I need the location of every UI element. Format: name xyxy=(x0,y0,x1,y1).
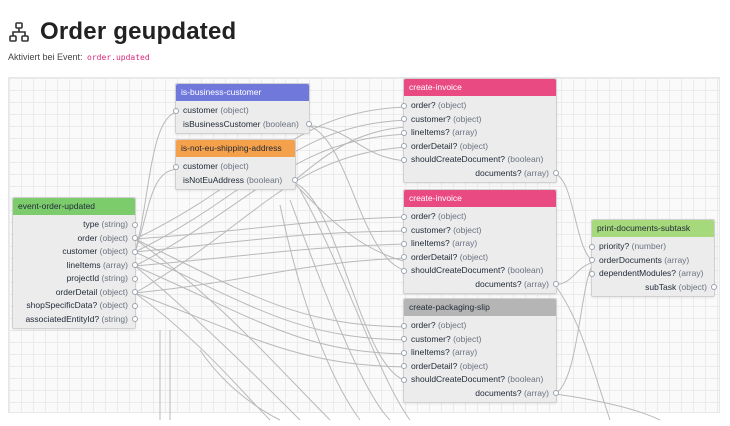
port-in[interactable]: orderDocuments (array) xyxy=(589,254,714,268)
port-in[interactable]: customer (object) xyxy=(173,160,295,174)
port-in[interactable]: order? (object) xyxy=(401,210,556,224)
node-ports: order? (object) customer? (object) lineI… xyxy=(401,96,559,182)
node-ports: customer (object) isNotEuAddress (boolea… xyxy=(173,157,298,189)
port-in[interactable]: orderDetail? (object) xyxy=(401,251,556,265)
port-dot[interactable] xyxy=(553,281,559,287)
node-ports: order? (object) customer? (object) lineI… xyxy=(401,316,559,402)
node-event-order-updated[interactable]: event-order-updated type (string) order … xyxy=(12,197,138,329)
port-dot[interactable] xyxy=(401,156,407,163)
node-header: is-not-eu-shipping-address xyxy=(176,140,295,157)
port-dot[interactable] xyxy=(401,363,407,369)
port-dot[interactable] xyxy=(401,322,407,329)
port-in[interactable]: priority? (number) xyxy=(589,240,714,254)
node-header: print-documents-subtask xyxy=(592,220,714,237)
port-dot[interactable] xyxy=(401,116,407,122)
port-dot[interactable] xyxy=(173,163,179,170)
port-out[interactable]: customer (object) xyxy=(13,245,138,259)
port-dot[interactable] xyxy=(589,257,595,263)
port-dot[interactable] xyxy=(132,302,138,309)
event-code: order.updated xyxy=(87,53,150,62)
node-ports: priority? (number) orderDocuments (array… xyxy=(589,237,717,296)
port-dot[interactable] xyxy=(401,227,407,233)
page-title: Order geupdated xyxy=(40,18,237,45)
port-dot[interactable] xyxy=(401,267,407,274)
port-out[interactable]: documents? (array) xyxy=(404,167,559,181)
port-in[interactable]: lineItems? (array) xyxy=(401,346,556,360)
port-dot[interactable] xyxy=(132,275,138,282)
node-header: is-business-customer xyxy=(176,84,309,101)
node-create-invoice-1[interactable]: create-invoice order? (object) customer?… xyxy=(401,78,559,183)
port-dot[interactable] xyxy=(401,254,407,260)
port-dot[interactable] xyxy=(132,262,138,268)
port-dot[interactable] xyxy=(132,316,138,322)
port-in[interactable]: dependentModules? (array) xyxy=(589,267,714,281)
flow-nodes-icon xyxy=(9,22,29,42)
port-out[interactable]: documents? (array) xyxy=(404,278,559,292)
port-dot[interactable] xyxy=(589,270,595,277)
node-create-invoice-2[interactable]: create-invoice order? (object) customer?… xyxy=(401,189,559,294)
port-in[interactable]: customer (object) xyxy=(173,104,309,118)
port-out[interactable]: type (string) xyxy=(13,218,138,232)
port-in[interactable]: customer? (object) xyxy=(401,333,556,347)
port-dot[interactable] xyxy=(292,177,298,183)
port-in[interactable]: orderDetail? (object) xyxy=(401,140,556,154)
node-ports: type (string) order (object) customer (o… xyxy=(13,215,138,328)
port-out[interactable]: projectId (string) xyxy=(13,272,138,286)
port-dot[interactable] xyxy=(132,289,138,295)
node-header: event-order-updated xyxy=(13,198,135,215)
port-in[interactable]: order? (object) xyxy=(401,319,556,333)
node-is-not-eu-shipping-address[interactable]: is-not-eu-shipping-address customer (obj… xyxy=(173,139,298,190)
port-dot[interactable] xyxy=(553,170,559,176)
port-in[interactable]: customer? (object) xyxy=(401,224,556,238)
node-ports: customer (object) isBusinessCustomer (bo… xyxy=(173,101,312,133)
node-header: create-packaging-slip xyxy=(404,299,556,316)
node-is-business-customer[interactable]: is-business-customer customer (object) i… xyxy=(173,83,312,134)
port-out[interactable]: isBusinessCustomer (boolean) xyxy=(176,118,312,132)
port-out[interactable]: documents? (array) xyxy=(404,387,559,401)
port-in[interactable]: lineItems? (array) xyxy=(401,237,556,251)
port-out[interactable]: order (object) xyxy=(13,232,138,246)
port-out[interactable]: lineItems (array) xyxy=(13,259,138,273)
port-dot[interactable] xyxy=(401,102,407,109)
port-dot[interactable] xyxy=(553,390,559,396)
event-subtitle: Aktiviert bei Event: order.updated xyxy=(8,52,150,62)
node-header: create-invoice xyxy=(404,79,556,96)
node-header: create-invoice xyxy=(404,190,556,207)
port-out[interactable]: subTask (object) xyxy=(592,281,717,295)
port-dot[interactable] xyxy=(173,107,179,114)
port-dot[interactable] xyxy=(132,248,138,255)
port-in[interactable]: shouldCreateDocument? (boolean) xyxy=(401,373,556,387)
port-in[interactable]: order? (object) xyxy=(401,99,556,113)
node-print-documents-subtask[interactable]: print-documents-subtask priority? (numbe… xyxy=(589,219,717,297)
port-in[interactable]: shouldCreateDocument? (boolean) xyxy=(401,153,556,167)
port-dot[interactable] xyxy=(306,121,312,127)
port-dot[interactable] xyxy=(711,284,717,290)
port-dot[interactable] xyxy=(401,240,407,247)
port-dot[interactable] xyxy=(401,213,407,220)
port-out[interactable]: orderDetail (object) xyxy=(13,286,138,300)
port-dot[interactable] xyxy=(132,235,138,241)
port-dot[interactable] xyxy=(132,221,138,228)
node-create-packaging-slip[interactable]: create-packaging-slip order? (object) cu… xyxy=(401,298,559,403)
port-in[interactable]: customer? (object) xyxy=(401,113,556,127)
port-dot[interactable] xyxy=(401,349,407,356)
node-ports: order? (object) customer? (object) lineI… xyxy=(401,207,559,293)
port-in[interactable]: lineItems? (array) xyxy=(401,126,556,140)
port-in[interactable]: shouldCreateDocument? (boolean) xyxy=(401,264,556,278)
port-dot[interactable] xyxy=(401,143,407,149)
page-header: Order geupdated xyxy=(8,16,236,48)
port-dot[interactable] xyxy=(401,129,407,136)
port-dot[interactable] xyxy=(589,243,595,250)
port-in[interactable]: orderDetail? (object) xyxy=(401,360,556,374)
port-dot[interactable] xyxy=(401,336,407,342)
subtitle-label: Aktiviert bei Event: xyxy=(8,52,83,62)
port-dot[interactable] xyxy=(401,376,407,383)
port-out[interactable]: shopSpecificData? (object) xyxy=(13,299,138,313)
port-out[interactable]: associatedEntityId? (string) xyxy=(13,313,138,327)
port-out[interactable]: isNotEuAddress (boolean) xyxy=(176,174,298,188)
